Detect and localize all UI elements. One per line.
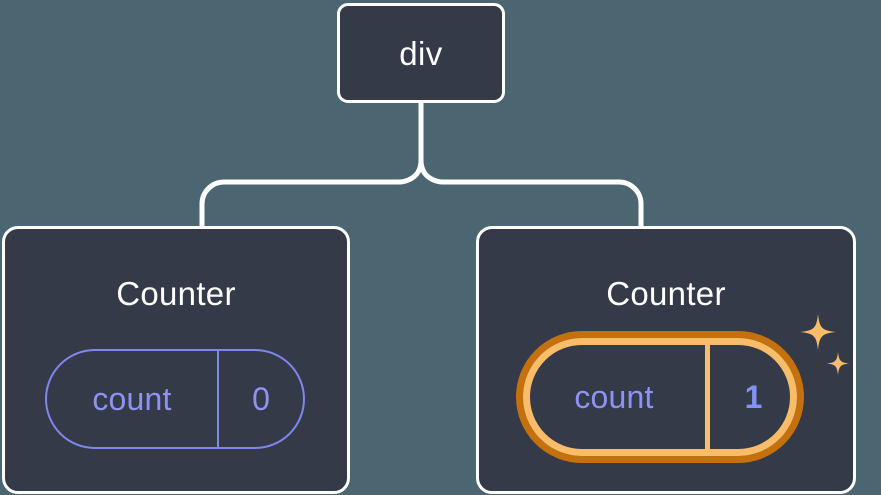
state-pill-right-name: count xyxy=(574,379,654,415)
node-counter-left-title: Counter xyxy=(116,275,236,312)
state-pill-right[interactable]: count 1 xyxy=(516,331,804,463)
node-div[interactable]: div xyxy=(337,3,505,103)
state-pill-right-body: count 1 xyxy=(516,331,804,463)
connector-branch-left xyxy=(199,157,424,229)
connector-branch-right xyxy=(418,157,644,229)
state-pill-left-name: count xyxy=(92,381,172,417)
state-pill-left-body: count 0 xyxy=(45,349,305,449)
state-pill-right-value: 1 xyxy=(705,338,797,456)
node-div-label: div xyxy=(399,34,443,72)
state-pill-left[interactable]: count 0 xyxy=(45,349,305,449)
node-counter-right-title: Counter xyxy=(606,275,726,312)
state-pill-left-value: 0 xyxy=(217,351,303,447)
